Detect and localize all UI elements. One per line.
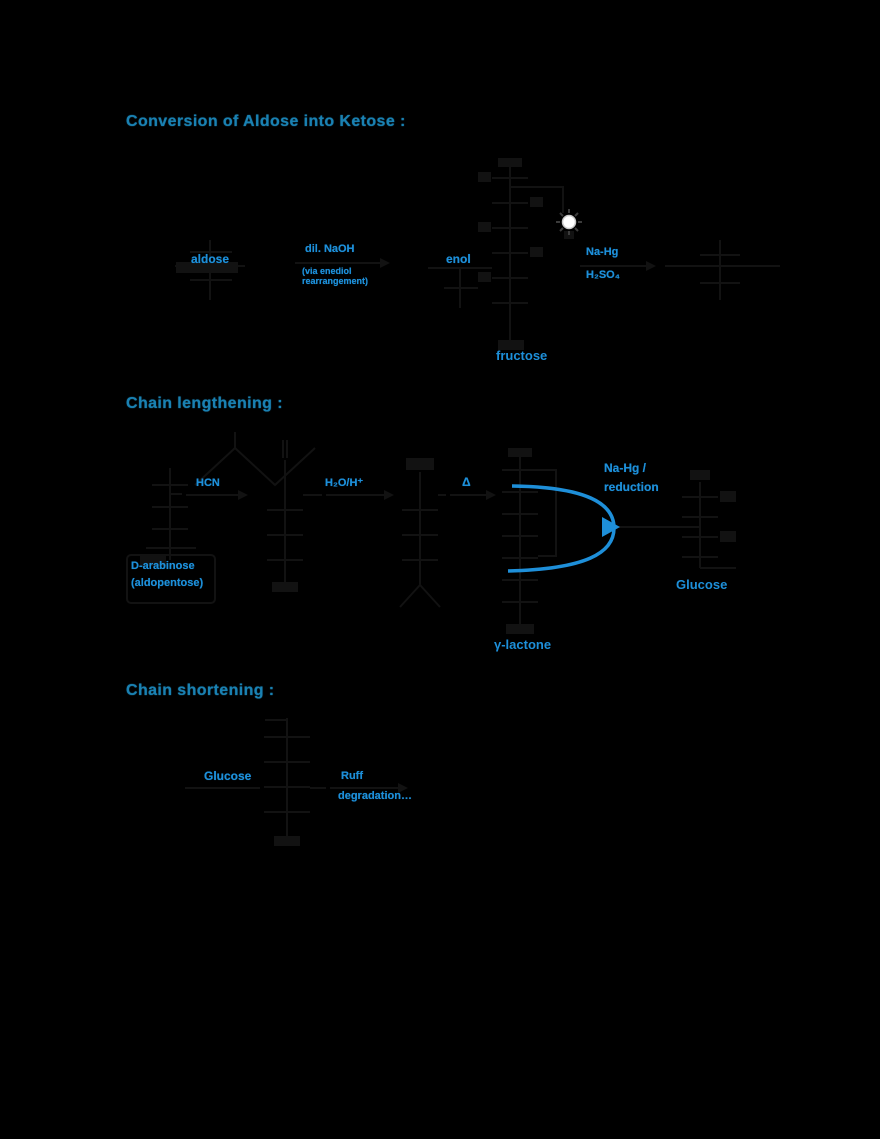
s2-arrow3-heat-label: Δ <box>462 475 471 489</box>
s3-fischer-projection <box>185 718 326 846</box>
s2-aldonic-acid-structure <box>399 458 446 608</box>
s3-reactant-label: Glucose <box>204 769 252 783</box>
s1-intermediate-label: enol <box>446 252 471 266</box>
heading-chain-shortening: Chain shortening : <box>126 682 275 699</box>
s1-arrow2-reagent-top: Na-Hg <box>586 246 619 258</box>
s1-reactant-label: aldose <box>191 252 230 266</box>
s1-fischer-projection-fructose <box>478 158 574 350</box>
s1-arrow1-reagent-label: dil. NaOH <box>305 243 355 255</box>
s2-reduction-arc-arrow <box>507 484 620 573</box>
s1-arrow-2 <box>580 261 656 271</box>
s2-arrow-3 <box>450 490 496 500</box>
s1-stereocenter-highlight-icon <box>556 209 582 235</box>
s1-product-caption: fructose <box>496 348 548 363</box>
s2-product-fischer-projection <box>618 470 736 569</box>
s1-arrow1-note-line2: rearrangement) <box>302 276 369 286</box>
s2-reactant-caption-line2: (aldopentose) <box>131 577 204 589</box>
s2-arrow-1 <box>186 490 248 500</box>
s2-cyanohydrin-structure <box>267 440 322 592</box>
s2-arc-reagent-line1: Na-Hg / <box>604 461 646 475</box>
s2-arrow2-reagent-label: H₂O/H⁺ <box>325 477 364 489</box>
s1-product-structure <box>665 240 780 300</box>
s2-gamma-lactone-fischer-projection <box>502 448 557 634</box>
s3-arrow-label-line1: Ruff <box>341 770 363 782</box>
s2-lactone-caption: γ-lactone <box>494 637 552 652</box>
s2-product-caption: Glucose <box>676 577 728 592</box>
s1-arrow-1 <box>295 258 390 268</box>
s2-arrow1-reagent-label: HCN <box>196 477 220 489</box>
s3-arrow <box>330 783 408 793</box>
s1-reactant-structure <box>175 240 245 300</box>
s2-reactant-caption-line1: D-arabinose <box>131 560 195 572</box>
s2-arc-reagent-line2: reduction <box>604 480 659 494</box>
heading-chain-lengthening: Chain lengthening : <box>126 395 283 412</box>
s1-arrow2-reagent-bottom: H₂SO₄ <box>586 269 620 281</box>
s3-arrow-label-line2: degradation… <box>338 790 412 802</box>
s2-reactant-fischer-projection <box>126 432 316 604</box>
s1-arrow1-note-line1: (via enediol <box>302 266 352 276</box>
s1-intermediate-structure <box>428 267 492 308</box>
s2-arrow-2 <box>326 490 394 500</box>
heading-aldose-to-ketose: Conversion of Aldose into Ketose : <box>126 113 406 130</box>
